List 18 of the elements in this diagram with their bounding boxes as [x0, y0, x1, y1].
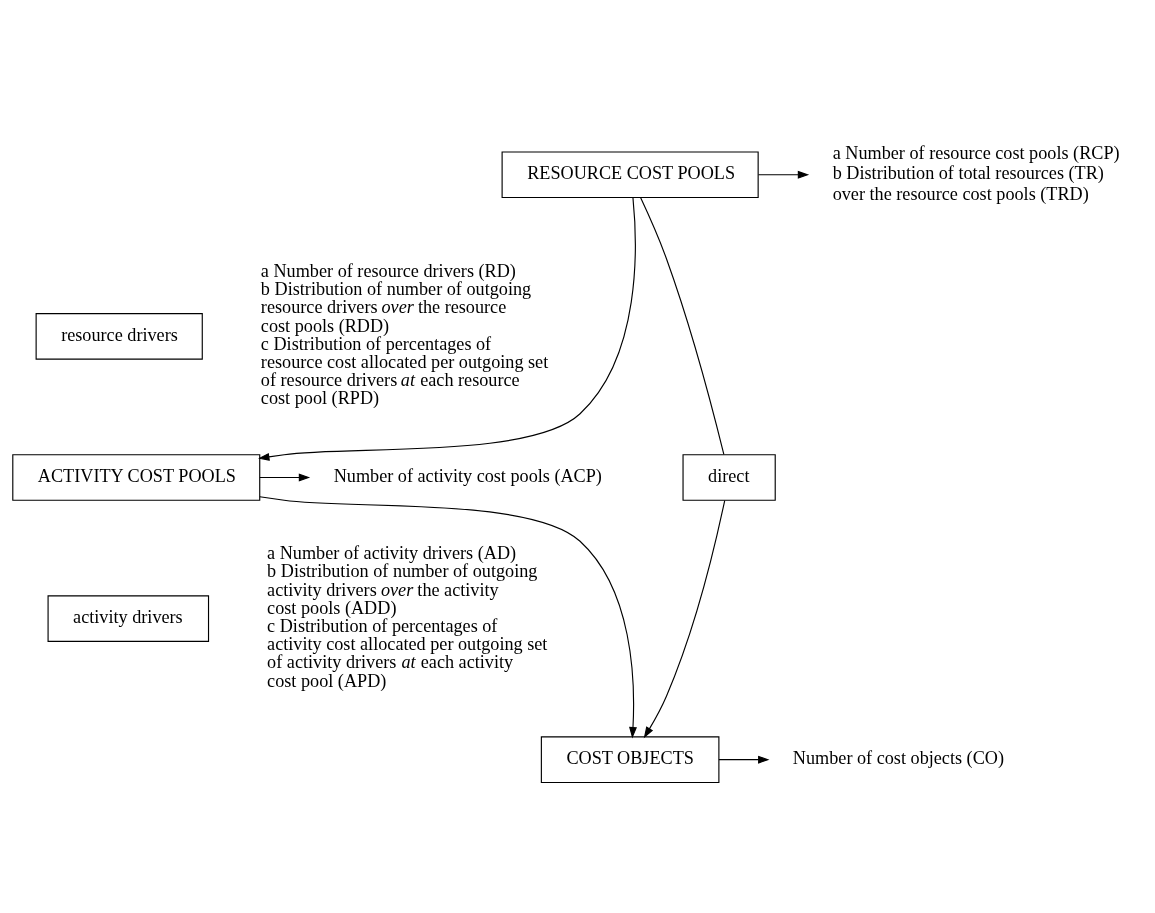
- node-box: activity drivers: [47, 594, 210, 642]
- arrow: [757, 170, 810, 179]
- node-box: ACTIVITY COST POOLS: [12, 453, 261, 501]
- label: a Number of activity drivers (AD): [267, 542, 517, 563]
- node-text: Number of cost objects (CO): [792, 747, 1004, 768]
- node-box: COST OBJECTS: [540, 735, 720, 783]
- node-box: direct: [682, 453, 776, 501]
- arrow: [259, 495, 637, 738]
- arrow: [643, 499, 726, 738]
- arrow: [718, 755, 770, 764]
- node-text: a Number of resource cost pools (RCP) b Distribution of total resources (TR) over the resource cost pools (TRD): [832, 142, 1120, 204]
- label: a Number of resource drivers (RD): [260, 260, 516, 281]
- node-text: Number of activity cost pools (ACP): [333, 465, 602, 486]
- arrow: [258, 196, 636, 461]
- node-box: RESOURCE COST POOLS: [501, 150, 759, 198]
- node-box: resource drivers: [35, 312, 203, 360]
- connector: [640, 196, 725, 455]
- arrow: [259, 473, 311, 481]
